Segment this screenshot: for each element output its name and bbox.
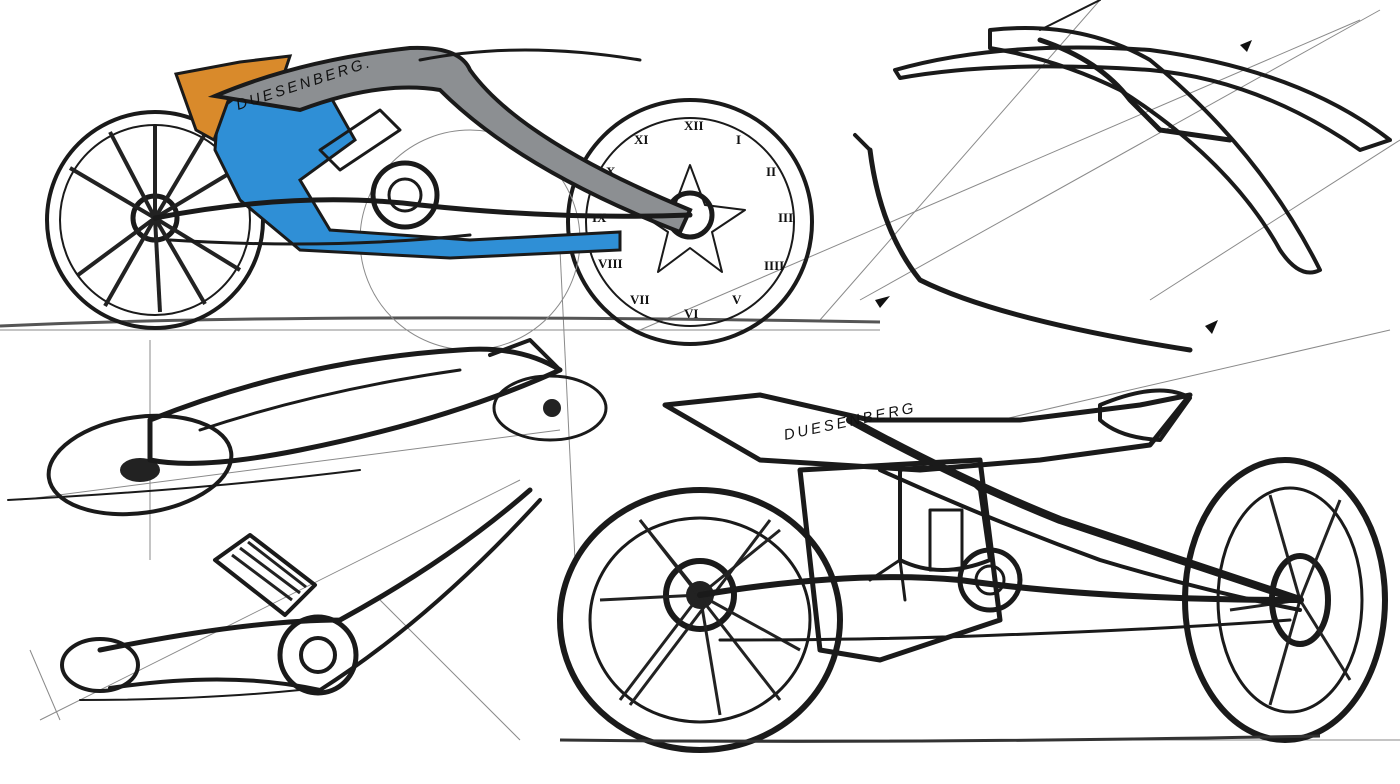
swingarm-detail-sketch [60,487,542,701]
clock-numeral-vii: VII [630,292,650,307]
clock-numeral-i: I [736,132,741,147]
clock-numeral-iiii: IIII [764,258,784,273]
perspective-top-view-sketch [7,338,608,517]
front-clock-wheel: XII I II III IIII V VI VII VIII IX X XI [566,98,814,346]
top-bike-sketch: XII I II III IIII V VI VII VIII IX X XI [0,45,881,351]
tail-detail-sketch [853,0,1392,353]
clock-numeral-ii: II [766,164,776,179]
clock-numeral-v: V [732,292,742,307]
clock-numeral-iii: III [778,210,793,225]
clock-numeral-vi: VI [684,306,698,321]
clock-numeral-xi: XI [634,132,648,147]
main-perspective-bike-sketch: DUESENBERG [557,388,1388,753]
clock-numeral-xii: XII [684,118,704,133]
main-rear-wheel [557,487,843,753]
main-front-wheel [1182,457,1388,743]
clock-numeral-viii: VIII [598,256,623,271]
clock-numeral-x: X [606,164,616,179]
grey-frame-sweep [207,45,693,235]
